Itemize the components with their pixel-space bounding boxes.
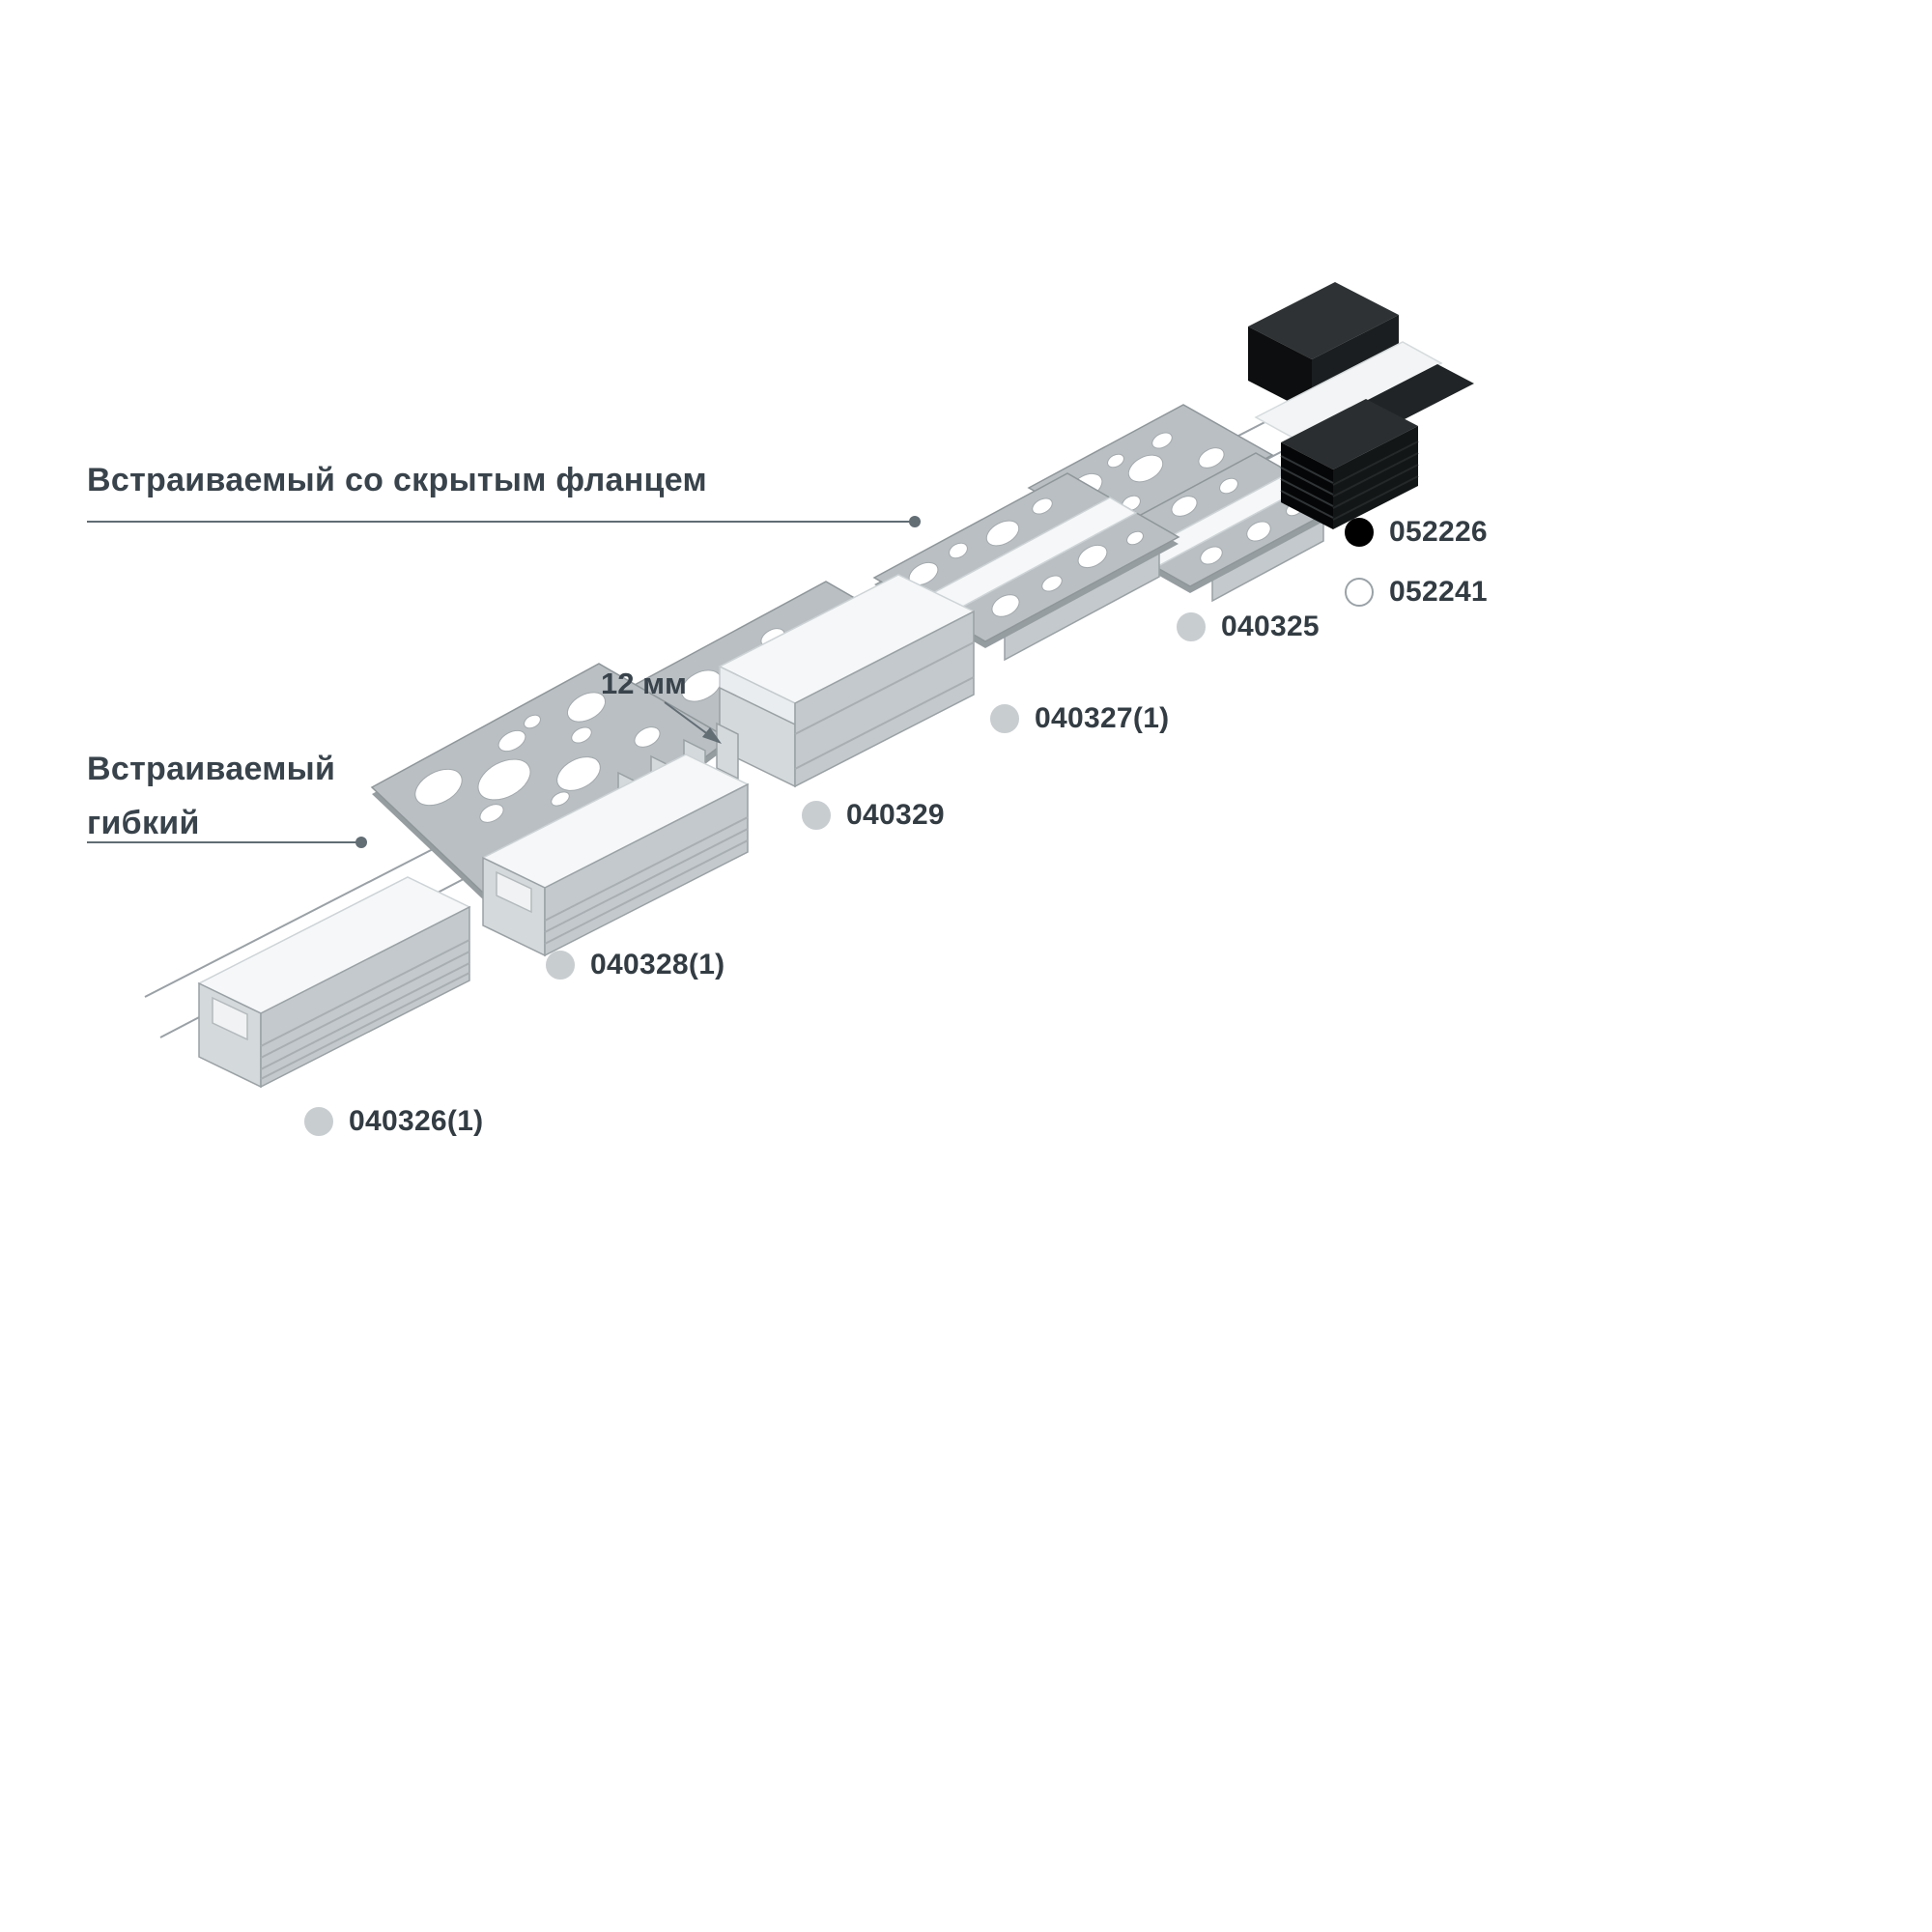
- product-code: 052226: [1389, 516, 1488, 548]
- product-code: 040325: [1221, 611, 1320, 642]
- color-dot-gray: [304, 1107, 333, 1136]
- legend-item-040325: 040325: [1177, 611, 1320, 643]
- color-dot-gray: [802, 801, 831, 830]
- profile-040326-illustration: [197, 876, 471, 1089]
- profile-052226-illustration: [1248, 282, 1474, 529]
- product-code: 040326(1): [349, 1105, 484, 1137]
- product-code: 040327(1): [1035, 702, 1170, 734]
- color-dot-gray: [990, 704, 1019, 733]
- color-dot-white: [1345, 578, 1374, 607]
- leader-lines: [87, 516, 921, 848]
- label-recessed-flexible-line2: гибкий: [87, 805, 200, 842]
- profile-040329-illustration: [718, 574, 976, 788]
- label-recessed-flexible: Встраиваемый гибкий: [87, 742, 335, 850]
- color-dot-gray: [546, 951, 575, 980]
- legend-item-052226: 052226: [1345, 516, 1488, 549]
- dimension-arrow: [664, 701, 722, 744]
- label-recessed-hidden-flange: Встраиваемый со скрытым фланцем: [87, 462, 707, 498]
- legend-item-040329: 040329: [802, 799, 945, 832]
- plate-040328: [370, 663, 731, 918]
- legend-item-040326: 040326(1): [304, 1105, 483, 1138]
- dimension-label-12mm: 12 мм: [601, 667, 687, 700]
- product-code: 040328(1): [590, 949, 725, 980]
- product-code: 040329: [846, 799, 945, 831]
- color-dot-black: [1345, 518, 1374, 547]
- profile-040328-illustration: [481, 722, 750, 957]
- product-code: 052241: [1389, 576, 1488, 608]
- legend-item-052241: 052241: [1345, 576, 1488, 609]
- legend-item-040327: 040327(1): [990, 702, 1169, 735]
- label-recessed-flexible-line1: Встраиваемый: [87, 751, 336, 787]
- color-dot-gray: [1177, 612, 1206, 641]
- legend-item-040328: 040328(1): [546, 949, 724, 981]
